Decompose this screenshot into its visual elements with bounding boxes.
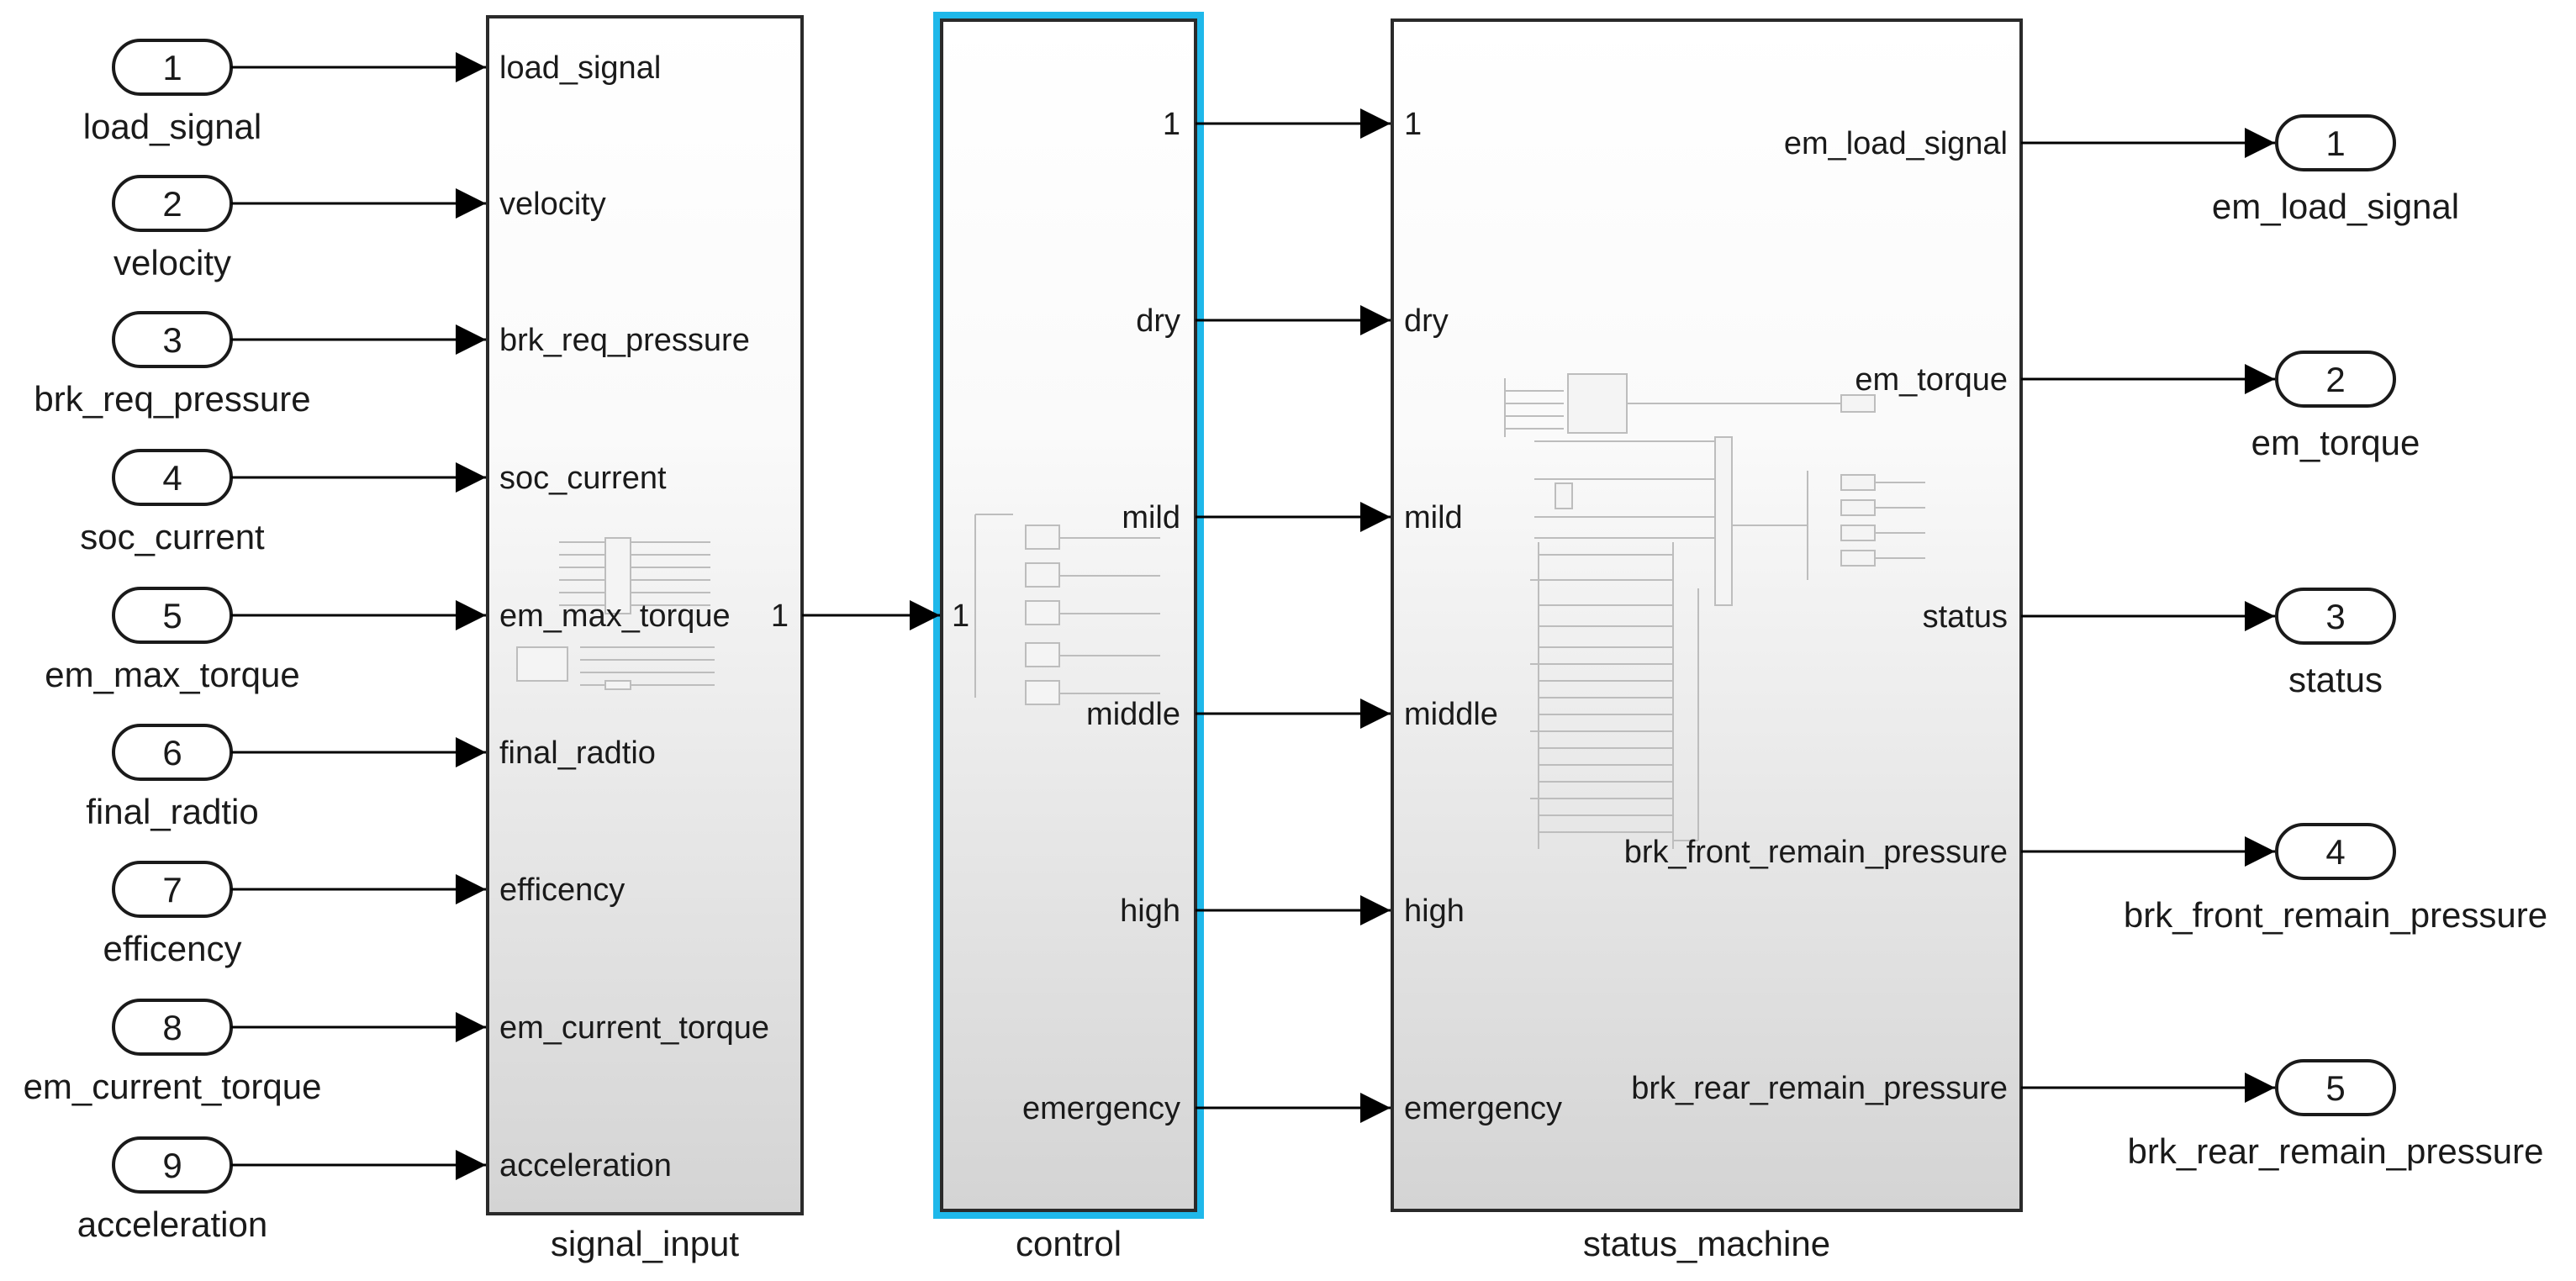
outport-oval[interactable] xyxy=(2275,823,2396,880)
status-machine-input-label: middle xyxy=(1404,697,1498,732)
signal-input-port-label: velocity xyxy=(499,187,606,222)
signal-input-port-label: acceleration xyxy=(499,1148,672,1183)
inport-name: acceleration xyxy=(77,1205,267,1244)
status-machine-output-label: brk_rear_remain_pressure xyxy=(1631,1071,2008,1106)
outport-name: brk_front_remain_pressure xyxy=(2124,895,2547,935)
status-machine-input-label: mild xyxy=(1404,500,1463,535)
inport-name: final_radtio xyxy=(86,792,258,831)
status-machine-block[interactable]: status_machine xyxy=(1391,18,2023,1263)
signal-input-contents-thumbnail xyxy=(516,537,715,690)
outport-name: em_load_signal xyxy=(2212,187,2459,226)
control-output-label: 1 xyxy=(1163,107,1180,142)
outport-oval[interactable] xyxy=(2275,351,2396,408)
outport-number: 2 xyxy=(2325,360,2345,399)
outports: 1 em_load_signal 2 em_torque 3 status 4 brk_fro… xyxy=(2124,114,2547,1171)
signal-input-block[interactable]: signal_input xyxy=(486,15,804,1263)
inport-name: soc_current xyxy=(80,517,265,556)
inport-3[interactable]: 3 brk_req_pressure xyxy=(34,311,311,419)
inport-8[interactable]: 8 em_current_torque xyxy=(24,999,322,1106)
outport-oval[interactable] xyxy=(2275,588,2396,645)
status-machine-contents-thumbnail xyxy=(1504,373,1925,849)
inport-number: 4 xyxy=(162,458,182,498)
status-machine-output-label: em_load_signal xyxy=(1784,126,2008,161)
inport-number: 5 xyxy=(162,596,182,635)
signal-input-port-label: load_signal xyxy=(499,50,661,86)
control-contents-thumbnail xyxy=(974,514,1160,705)
control-output-label: middle xyxy=(1086,697,1180,732)
status-machine-body[interactable] xyxy=(1391,18,2023,1212)
inport-1[interactable]: 1 load_signal xyxy=(83,39,262,146)
inport-number: 1 xyxy=(162,48,182,87)
status-machine-input-label: 1 xyxy=(1404,107,1422,142)
inport-number: 2 xyxy=(162,184,182,224)
inport-6[interactable]: 6 final_radtio xyxy=(86,724,259,831)
inport-name: velocity xyxy=(113,243,231,282)
inport-name: em_current_torque xyxy=(24,1067,322,1106)
outport-number: 1 xyxy=(2325,124,2345,163)
signal-input-port-label: soc_current xyxy=(499,461,667,496)
outport-number: 5 xyxy=(2325,1068,2345,1108)
inport-7[interactable]: 7 efficency xyxy=(103,861,242,968)
status-machine-output-label: em_torque xyxy=(1855,362,2008,398)
outport-2[interactable]: 2 em_torque xyxy=(2251,351,2420,462)
outport-number: 3 xyxy=(2325,597,2345,636)
status-machine-output-label: status xyxy=(1923,599,2008,635)
outport-1[interactable]: 1 em_load_signal xyxy=(2212,114,2459,226)
inport-name: efficency xyxy=(103,929,242,968)
outport-5[interactable]: 5 brk_rear_remain_pressure xyxy=(2128,1059,2544,1171)
status-machine-name: status_machine xyxy=(1583,1224,1830,1263)
control-output-label: emergency xyxy=(1022,1091,1180,1126)
inport-name: brk_req_pressure xyxy=(34,379,310,419)
signal-input-port-label: efficency xyxy=(499,872,625,908)
inport-number: 3 xyxy=(162,320,182,360)
status-machine-output-label: brk_front_remain_pressure xyxy=(1624,835,2008,870)
control-output-label: mild xyxy=(1122,500,1180,535)
signal-input-port-label: em_max_torque xyxy=(499,598,731,634)
inport-name: em_max_torque xyxy=(45,655,300,694)
signal-input-port-label: em_current_torque xyxy=(499,1010,769,1046)
signal-input-output-label: 1 xyxy=(771,598,789,634)
inport-name: load_signal xyxy=(83,107,262,146)
inport-number: 9 xyxy=(162,1146,182,1185)
status-machine-input-label: emergency xyxy=(1404,1091,1562,1126)
status-machine-input-label: dry xyxy=(1404,303,1449,339)
outport-4[interactable]: 4 brk_front_remain_pressure xyxy=(2124,823,2547,935)
control-block[interactable]: control xyxy=(933,12,1204,1263)
inport-number: 6 xyxy=(162,733,182,772)
outport-oval[interactable] xyxy=(2275,114,2396,171)
signal-input-body[interactable] xyxy=(486,15,804,1215)
control-output-label: high xyxy=(1120,894,1180,929)
inport-9[interactable]: 9 acceleration xyxy=(77,1136,267,1244)
inport-5[interactable]: 5 em_max_torque xyxy=(45,587,300,694)
signal-input-port-label: brk_req_pressure xyxy=(499,323,750,358)
inport-2[interactable]: 2 velocity xyxy=(112,175,233,282)
inport-number: 7 xyxy=(162,870,182,909)
control-body[interactable] xyxy=(940,18,1197,1212)
outport-3[interactable]: 3 status xyxy=(2275,588,2396,699)
signal-lines xyxy=(231,52,2275,1180)
inports: 1 load_signal 2 velocity 3 brk_req_pressure 4 s… xyxy=(24,39,322,1244)
outport-number: 4 xyxy=(2325,832,2345,872)
status-machine-input-label: high xyxy=(1404,894,1465,929)
signal-input-name: signal_input xyxy=(551,1224,740,1263)
outport-name: status xyxy=(2288,660,2383,699)
control-output-label: dry xyxy=(1136,303,1180,339)
outport-oval[interactable] xyxy=(2275,1059,2396,1116)
inport-number: 8 xyxy=(162,1008,182,1047)
outport-name: brk_rear_remain_pressure xyxy=(2128,1131,2544,1171)
control-name: control xyxy=(1016,1224,1122,1263)
signal-input-port-label: final_radtio xyxy=(499,735,656,771)
port-labels: load_signal velocity brk_req_pressure soc_c… xyxy=(499,50,2008,1183)
outport-name: em_torque xyxy=(2251,423,2420,462)
control-input-label: 1 xyxy=(952,598,969,634)
inport-4[interactable]: 4 soc_current xyxy=(80,449,265,556)
